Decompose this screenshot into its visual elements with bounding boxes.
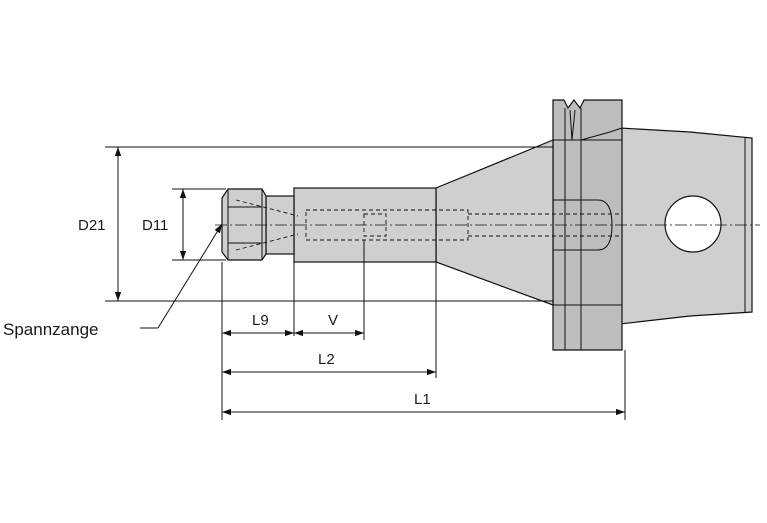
dim-v: V bbox=[294, 312, 364, 337]
body-details bbox=[227, 108, 746, 350]
label-d21: D21 bbox=[78, 217, 106, 234]
collet-nut bbox=[221, 188, 267, 261]
dim-l2: L2 bbox=[222, 351, 436, 376]
label-l1: L1 bbox=[414, 391, 431, 408]
label-spannzange: Spannzange bbox=[3, 320, 98, 339]
dim-d21: D21 bbox=[78, 146, 553, 302]
label-v: V bbox=[328, 312, 338, 329]
taper-cone bbox=[435, 139, 554, 306]
leader-spannzange: Spannzange bbox=[3, 223, 223, 339]
label-l9: L9 bbox=[252, 312, 269, 329]
label-l2: L2 bbox=[318, 351, 335, 368]
label-d11: D11 bbox=[142, 217, 168, 234]
dim-d11: D11 bbox=[142, 188, 226, 261]
extension-lines bbox=[221, 240, 626, 420]
flange bbox=[552, 99, 623, 351]
dim-l1: L1 bbox=[222, 391, 625, 416]
drive-hole bbox=[664, 195, 722, 253]
dim-l9: L9 bbox=[222, 312, 294, 337]
